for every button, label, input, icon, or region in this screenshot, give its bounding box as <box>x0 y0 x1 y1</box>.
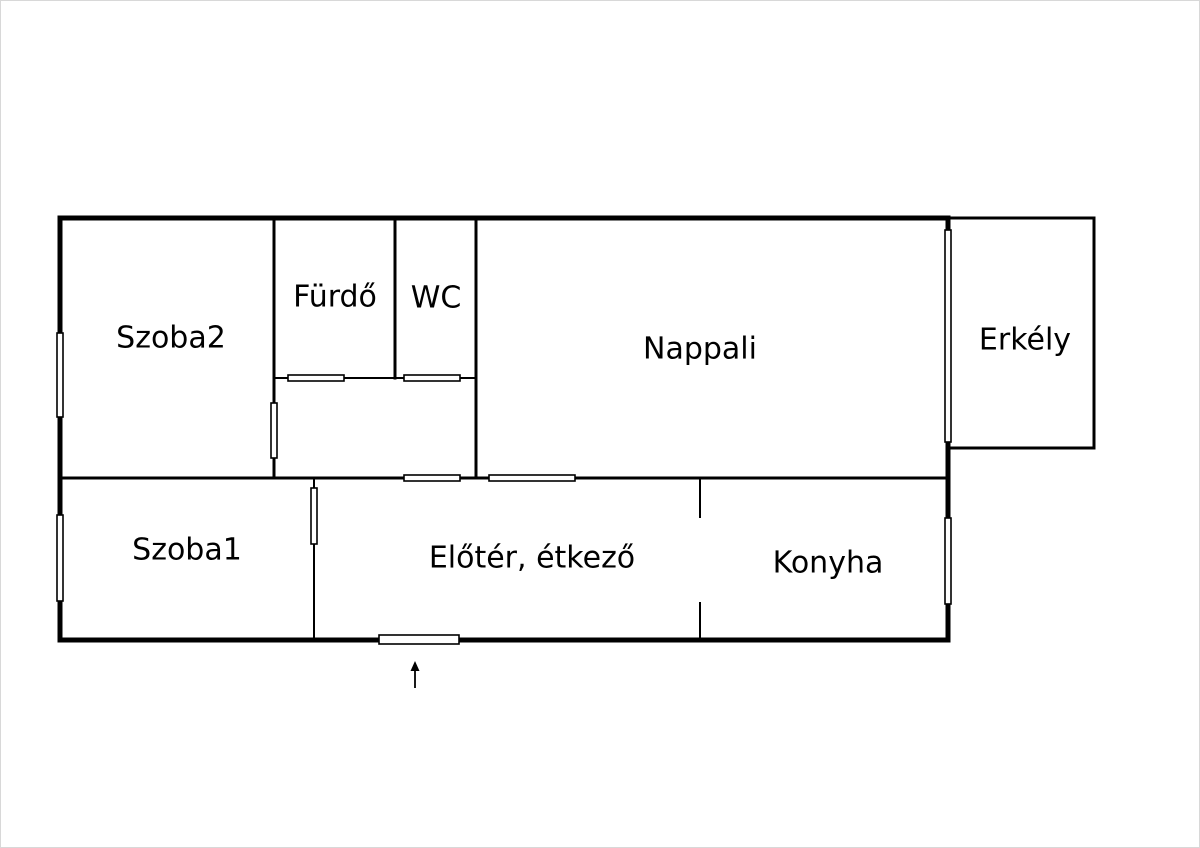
room-label-szoba1: Szoba1 <box>132 533 242 568</box>
door-szoba2 <box>270 402 278 459</box>
room-label-nappali: Nappali <box>643 332 757 367</box>
room-label-erkely: Erkély <box>979 323 1071 358</box>
doors <box>270 374 576 545</box>
balcony-outline <box>946 216 1096 450</box>
room-label-szoba2: Szoba2 <box>116 321 226 356</box>
window-entrance <box>378 634 460 645</box>
door-nappali <box>488 474 576 482</box>
door-corridor <box>403 474 461 482</box>
window-konyha <box>944 517 952 605</box>
up-arrow-icon <box>410 661 420 688</box>
windows <box>56 229 952 645</box>
door-szoba1 <box>310 487 318 545</box>
room-label-furdo: Fürdő <box>293 280 377 315</box>
main-outline <box>57 215 951 643</box>
window-szoba1 <box>56 514 64 602</box>
window-nappali-balcony <box>944 229 952 443</box>
room-label-wc: WC <box>411 281 462 316</box>
door-furdo <box>287 374 345 382</box>
room-label-eloter: Előtér, étkező <box>429 541 635 576</box>
window-szoba2 <box>56 332 64 418</box>
room-label-konyha: Konyha <box>773 546 884 581</box>
door-wc <box>403 374 461 382</box>
outer-walls <box>57 215 1096 643</box>
